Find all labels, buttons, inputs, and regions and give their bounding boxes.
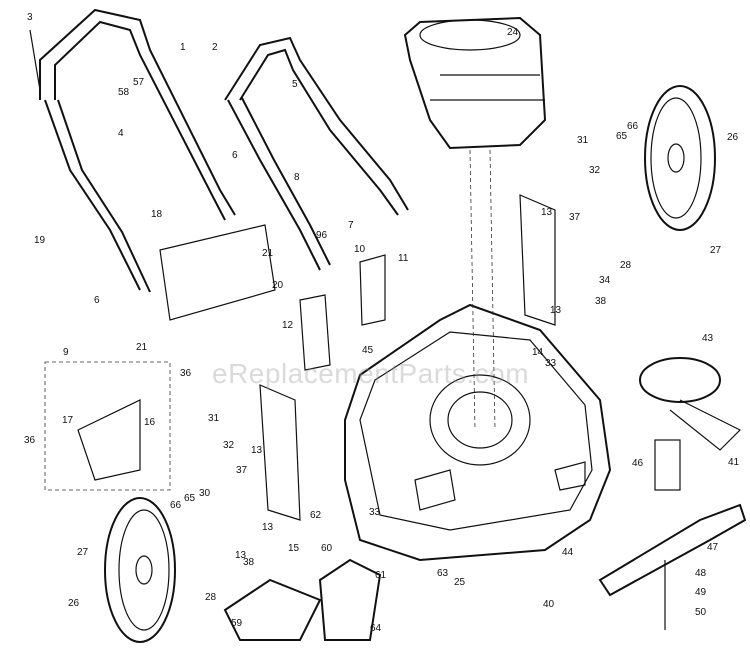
part-callout-36: 36 xyxy=(24,435,36,446)
part-callout-37: 37 xyxy=(569,212,581,223)
part-callout-16: 16 xyxy=(144,417,156,428)
part-callout-27: 27 xyxy=(710,245,722,256)
mulch-plug-group-box xyxy=(44,361,171,491)
part-callout-65: 65 xyxy=(616,131,628,142)
wheel-bracket-left xyxy=(259,384,301,521)
part-callout-2: 2 xyxy=(212,42,218,53)
part-callout-66: 66 xyxy=(627,121,639,132)
part-callout-38: 38 xyxy=(595,296,607,307)
blade-assembly xyxy=(598,357,747,630)
handle-bracket-12 xyxy=(299,294,331,371)
part-callout-49: 49 xyxy=(695,587,707,598)
part-callout-47: 47 xyxy=(707,542,719,553)
part-callout-31: 31 xyxy=(577,135,589,146)
part-callout-10: 10 xyxy=(354,244,366,255)
part-callout-7: 7 xyxy=(348,220,354,231)
watermark: eReplacementParts.com xyxy=(212,358,530,389)
part-callout-31: 31 xyxy=(208,413,220,424)
part-callout-61: 61 xyxy=(375,570,387,581)
part-callout-11: 11 xyxy=(398,253,409,264)
front-wheel-left xyxy=(104,497,176,643)
part-callout-17: 17 xyxy=(62,415,74,426)
part-callout-9: 9 xyxy=(63,347,69,358)
part-callout-3: 3 xyxy=(27,12,33,23)
part-callout-65: 65 xyxy=(184,493,196,504)
part-callout-62: 62 xyxy=(310,510,322,521)
part-callout-38: 38 xyxy=(243,557,255,568)
part-callout-26: 26 xyxy=(727,132,739,143)
rear-baffle xyxy=(159,224,276,321)
part-callout-5: 5 xyxy=(292,79,298,90)
part-callout-32: 32 xyxy=(223,440,235,451)
part-callout-41: 41 xyxy=(728,457,740,468)
part-callout-34: 34 xyxy=(599,275,611,286)
part-callout-96: 96 xyxy=(316,230,328,241)
part-callout-30: 30 xyxy=(199,488,211,499)
handle-bracket-11 xyxy=(359,254,386,326)
part-callout-6: 6 xyxy=(232,150,238,161)
part-callout-36: 36 xyxy=(180,368,192,379)
part-callout-32: 32 xyxy=(589,165,601,176)
part-callout-43: 43 xyxy=(702,333,714,344)
part-callout-48: 48 xyxy=(695,568,707,579)
part-callout-66: 66 xyxy=(170,500,182,511)
mulch-plug xyxy=(77,399,141,481)
part-callout-64: 64 xyxy=(370,623,382,634)
part-callout-1: 1 xyxy=(180,42,186,53)
part-callout-13: 13 xyxy=(235,550,247,561)
part-callout-28: 28 xyxy=(205,592,217,603)
part-callout-25: 25 xyxy=(454,577,466,588)
part-callout-26: 26 xyxy=(68,598,80,609)
part-callout-63: 63 xyxy=(437,568,449,579)
part-callout-20: 20 xyxy=(272,280,284,291)
part-callout-13: 13 xyxy=(541,207,553,218)
part-callout-59: 59 xyxy=(231,618,243,629)
part-callout-46: 46 xyxy=(632,458,644,469)
part-callout-44: 44 xyxy=(562,547,574,558)
part-callout-13: 13 xyxy=(262,522,274,533)
part-callout-24: 24 xyxy=(507,27,519,38)
part-callout-8: 8 xyxy=(294,172,300,183)
part-callout-21: 21 xyxy=(262,248,274,259)
part-callout-13: 13 xyxy=(550,305,562,316)
part-callout-40: 40 xyxy=(543,599,555,610)
part-callout-18: 18 xyxy=(151,209,163,220)
upper-handle-right xyxy=(224,36,409,271)
part-callout-21: 21 xyxy=(136,342,148,353)
mower-deck xyxy=(344,303,612,562)
part-callout-45: 45 xyxy=(362,345,374,356)
part-callout-28: 28 xyxy=(620,260,632,271)
part-callout-19: 19 xyxy=(34,235,46,246)
part-callout-60: 60 xyxy=(321,543,333,554)
part-callout-33: 33 xyxy=(369,507,381,518)
part-callout-4: 4 xyxy=(118,128,124,139)
part-callout-12: 12 xyxy=(282,320,294,331)
rear-wheel-right xyxy=(644,85,716,231)
part-callout-58: 58 xyxy=(118,87,130,98)
engine xyxy=(403,16,547,431)
wheel-bracket-right xyxy=(519,194,556,326)
side-discharge-chute xyxy=(223,578,322,641)
part-callout-13: 13 xyxy=(251,445,263,456)
part-callout-6: 6 xyxy=(94,295,100,306)
part-callout-27: 27 xyxy=(77,547,89,558)
part-callout-50: 50 xyxy=(695,607,707,618)
part-callout-15: 15 xyxy=(288,543,300,554)
part-callout-37: 37 xyxy=(236,465,248,476)
part-callout-33: 33 xyxy=(545,358,557,369)
mulch-door xyxy=(318,558,382,641)
part-callout-14: 14 xyxy=(532,347,544,358)
upper-handle-left xyxy=(29,8,236,293)
part-callout-57: 57 xyxy=(133,77,145,88)
